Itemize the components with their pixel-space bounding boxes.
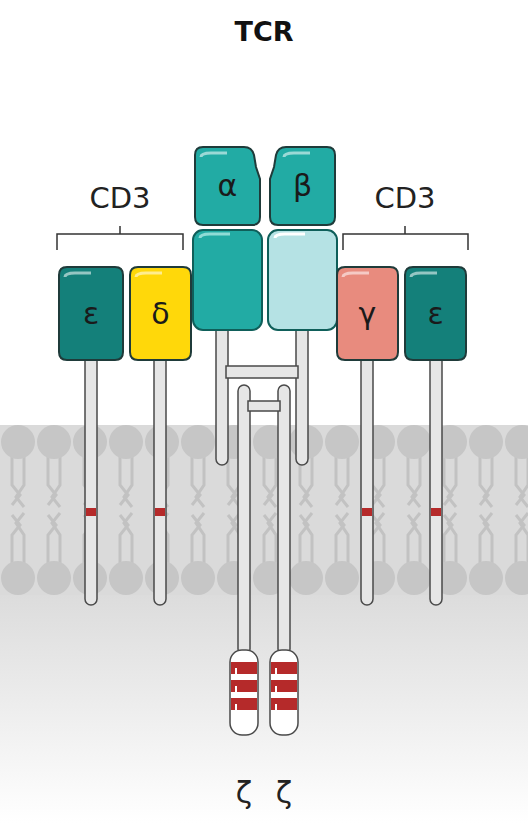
tcr-beta-variable: β [268,145,337,227]
diagram-title: TCR [0,18,528,45]
cd3-gamma: γ [335,265,400,362]
cd3-delta: δ [128,265,193,362]
transmembrane-stems [85,320,442,655]
cd3-bracket [57,226,183,250]
chain-letter: ε [83,299,99,329]
beta-constant-domain [268,230,337,330]
chain-letter: β [293,171,312,201]
alpha-constant-domain [193,230,262,330]
chain-letter: ε [427,299,443,329]
chain-letter: δ [151,299,169,329]
chain-letter: γ [359,299,377,329]
zeta-label: ζ [236,778,252,808]
cd3-label: CD3 [374,184,435,213]
cd3-label: CD3 [89,184,150,213]
cd3-epsilon: ε [57,265,125,362]
domain-highlight [200,234,230,238]
chain-letter: α [218,171,238,201]
cd3-bracket [343,226,468,250]
cytoplasm [0,595,528,823]
tcr-alpha-variable: α [193,145,262,227]
itam-marks [86,508,441,516]
lipid-bilayer [0,425,528,595]
domain-highlight [275,234,305,238]
zeta-tails [230,650,298,735]
cd3-epsilon: ε [403,265,468,362]
zeta-label: ζ [276,778,292,808]
